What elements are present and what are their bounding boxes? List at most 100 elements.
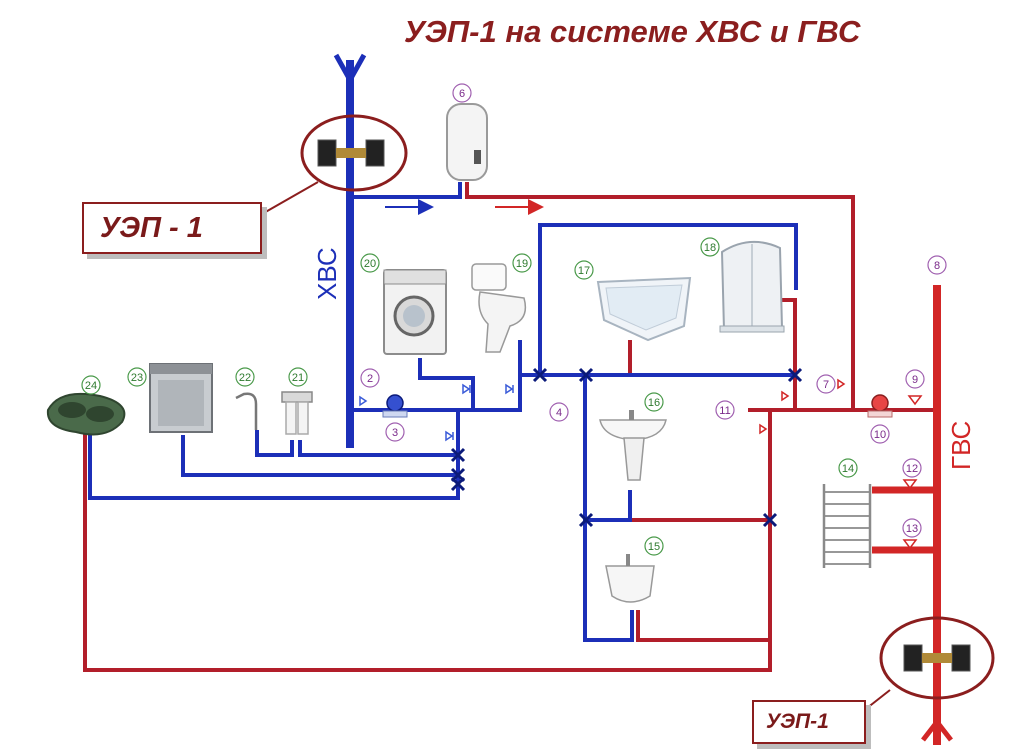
hot-bath-branch	[628, 340, 795, 377]
marker-7: 7	[816, 374, 836, 394]
washbasin-icon	[599, 410, 667, 481]
cold-washer-branch	[418, 358, 475, 410]
water-filter-icon	[281, 391, 313, 435]
valve-x	[532, 367, 548, 383]
cold-basin-riser	[583, 375, 634, 642]
svg-text:6: 6	[459, 88, 465, 100]
svg-text:19: 19	[516, 258, 528, 270]
valve-x	[787, 367, 803, 383]
valve-x	[450, 476, 466, 492]
towel-rail-icon	[822, 484, 872, 568]
valve-x	[578, 367, 594, 383]
svg-text:9: 9	[912, 374, 918, 386]
uep-device-hot	[879, 616, 995, 700]
uep-callout-label-cold: УЭП - 1	[82, 202, 262, 254]
marker-12: 12	[902, 458, 922, 478]
bidet-icon	[605, 554, 655, 603]
uep-highlight-circle	[300, 114, 408, 192]
marker-9: 9	[905, 369, 925, 389]
bathtub-icon	[596, 276, 692, 342]
check-valve-icon	[759, 423, 768, 435]
hot-bidet-branch	[636, 520, 772, 642]
hot-ball-valve	[867, 394, 893, 418]
marker-18: 18	[700, 237, 720, 257]
svg-text:12: 12	[906, 463, 918, 475]
svg-text:24: 24	[85, 380, 97, 392]
valve-x	[762, 512, 778, 528]
marker-22: 22	[235, 367, 255, 387]
cold-filter-line	[298, 440, 458, 457]
cold-basin-branch	[585, 490, 632, 522]
cold-dishwasher-line	[181, 435, 458, 477]
cold-pipe-label: ХВС	[312, 247, 342, 300]
hot-riser	[872, 285, 953, 745]
valve-x	[450, 447, 466, 463]
marker-14: 14	[838, 458, 858, 478]
hot-pipe-label: ГВС	[946, 421, 976, 470]
diagram-title: УЭП-1 на системе ХВС и ГВС	[404, 14, 861, 49]
check-valve-icon	[902, 539, 918, 550]
cold-boiler-line	[350, 182, 462, 199]
svg-text:15: 15	[648, 541, 660, 553]
svg-text:8: 8	[934, 260, 940, 272]
svg-text:3: 3	[392, 427, 398, 439]
check-valve-icon	[445, 430, 454, 442]
cold-pipes	[88, 53, 798, 642]
uep-callout-pointer	[254, 181, 319, 219]
hot-inlet-arrow	[921, 717, 953, 742]
marker-19: 19	[512, 253, 532, 273]
check-valves	[359, 383, 514, 442]
valve-base	[382, 410, 408, 418]
marker-4: 4	[549, 402, 569, 422]
check-valve-icon	[462, 383, 471, 395]
marker-10: 10	[870, 424, 890, 444]
check-valve-icon	[837, 378, 846, 390]
cold-inlet-arrow	[333, 53, 367, 86]
marker-15: 15	[644, 536, 664, 556]
valve-base	[867, 410, 893, 418]
svg-text:22: 22	[239, 372, 251, 384]
kitchen-sink-icon	[46, 392, 126, 436]
marker-16: 16	[644, 392, 664, 412]
check-valve-icon	[781, 390, 790, 402]
dishwasher-icon	[149, 363, 213, 433]
cold-sink-line	[88, 428, 460, 500]
uep-callout-pointer	[861, 689, 891, 713]
svg-text:13: 13	[906, 523, 918, 535]
svg-text:17: 17	[578, 265, 590, 277]
boiler-hot-line	[465, 182, 855, 410]
water-heater-icon	[446, 103, 488, 181]
marker-13: 13	[902, 518, 922, 538]
check-valve-icon	[359, 395, 368, 407]
numbered-markers: 6 2 3 4 7 8 9 10 11 12 13 14 15 16 17 18…	[81, 83, 947, 556]
check-valve-icon	[505, 383, 514, 395]
check-valves-hot	[759, 378, 923, 550]
marker-23: 23	[127, 367, 147, 387]
marker-3: 3	[385, 422, 405, 442]
valve-x	[578, 512, 594, 528]
marker-8: 8	[927, 255, 947, 275]
svg-text:20: 20	[364, 258, 376, 270]
hot-pipes-thin	[83, 182, 937, 672]
toilet-icon	[471, 263, 527, 353]
svg-text:7: 7	[823, 379, 829, 391]
marker-24: 24	[81, 375, 101, 395]
marker-20: 20	[360, 253, 380, 273]
check-valve-icon	[907, 395, 923, 406]
hot-return-sink	[83, 430, 772, 672]
marker-6: 6	[452, 83, 472, 103]
cold-faucet-line	[255, 430, 294, 457]
washing-machine-icon	[383, 269, 447, 355]
uep-highlight-circle	[879, 616, 995, 700]
marker-11: 11	[715, 400, 735, 420]
faucet-icon	[235, 392, 258, 430]
svg-text:4: 4	[556, 407, 562, 419]
svg-text:23: 23	[131, 372, 143, 384]
valve-body	[386, 394, 404, 412]
svg-text:18: 18	[704, 242, 716, 254]
valve-body	[871, 394, 889, 412]
svg-text:21: 21	[292, 372, 304, 384]
svg-text:16: 16	[648, 397, 660, 409]
svg-text:11: 11	[719, 405, 730, 417]
